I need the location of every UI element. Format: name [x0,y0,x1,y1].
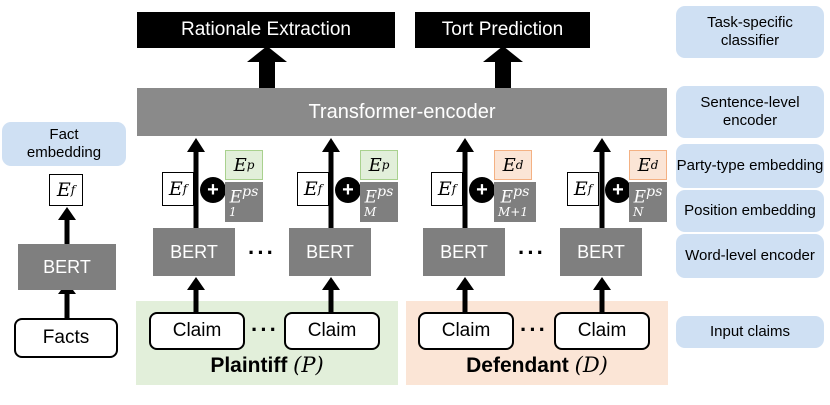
input-claims-label: Input claims [676,316,824,348]
col-1-plus-icon: + [200,177,226,203]
transformer-encoder: Transformer-encoder [137,88,667,136]
word-level-encoder-label: Word-level encoder [676,234,824,278]
ellipsis-claim-plaintiff: ··· [251,317,279,342]
arrows-col-2 [322,138,340,312]
plaintiff-label: Plaintiff (P) [210,353,324,377]
col-2-plus-icon: + [335,177,361,203]
col-3-claim: Claim [418,312,514,350]
defendant-label: Defendant (D) [466,353,608,377]
fact-embedding-label: Fact embedding [2,122,126,166]
fact-branch-bert: BERT [18,244,116,290]
arrow-to-tort [483,46,523,88]
col-4-claim: Claim [554,312,650,350]
rationale-extraction-box: Rationale Extraction [137,12,395,48]
ellipsis-bert-defendant: ··· [518,240,546,265]
arrows-col-1 [187,138,205,312]
col-1-claim: Claim [149,312,245,350]
ellipsis-bert-plaintiff: ··· [248,240,276,265]
arrows-col-4 [593,138,611,312]
col-3-plus-icon: + [469,177,495,203]
col-4-plus-icon: + [605,177,631,203]
party-type-embedding-label: Party-type embedding [676,144,824,188]
facts-input: Facts [14,318,118,358]
position-embedding-label: Position embedding [676,190,824,232]
arrows-col-3 [456,138,474,312]
col-2-bert: BERT [289,228,371,276]
tort-prediction-box: Tort Prediction [415,12,590,48]
ellipsis-claim-defendant: ··· [520,317,548,342]
col-3-bert: BERT [423,228,505,276]
sentence-level-encoder-label: Sentence-level encoder [676,86,824,138]
col-4-bert: BERT [560,228,642,276]
col-2-claim: Claim [284,312,380,350]
col-1-bert: BERT [153,228,235,276]
task-specific-classifier-label: Task-specific classifier [676,6,824,58]
arrow-to-rationale [247,46,287,88]
arrow-bert-to-ef [58,207,76,244]
